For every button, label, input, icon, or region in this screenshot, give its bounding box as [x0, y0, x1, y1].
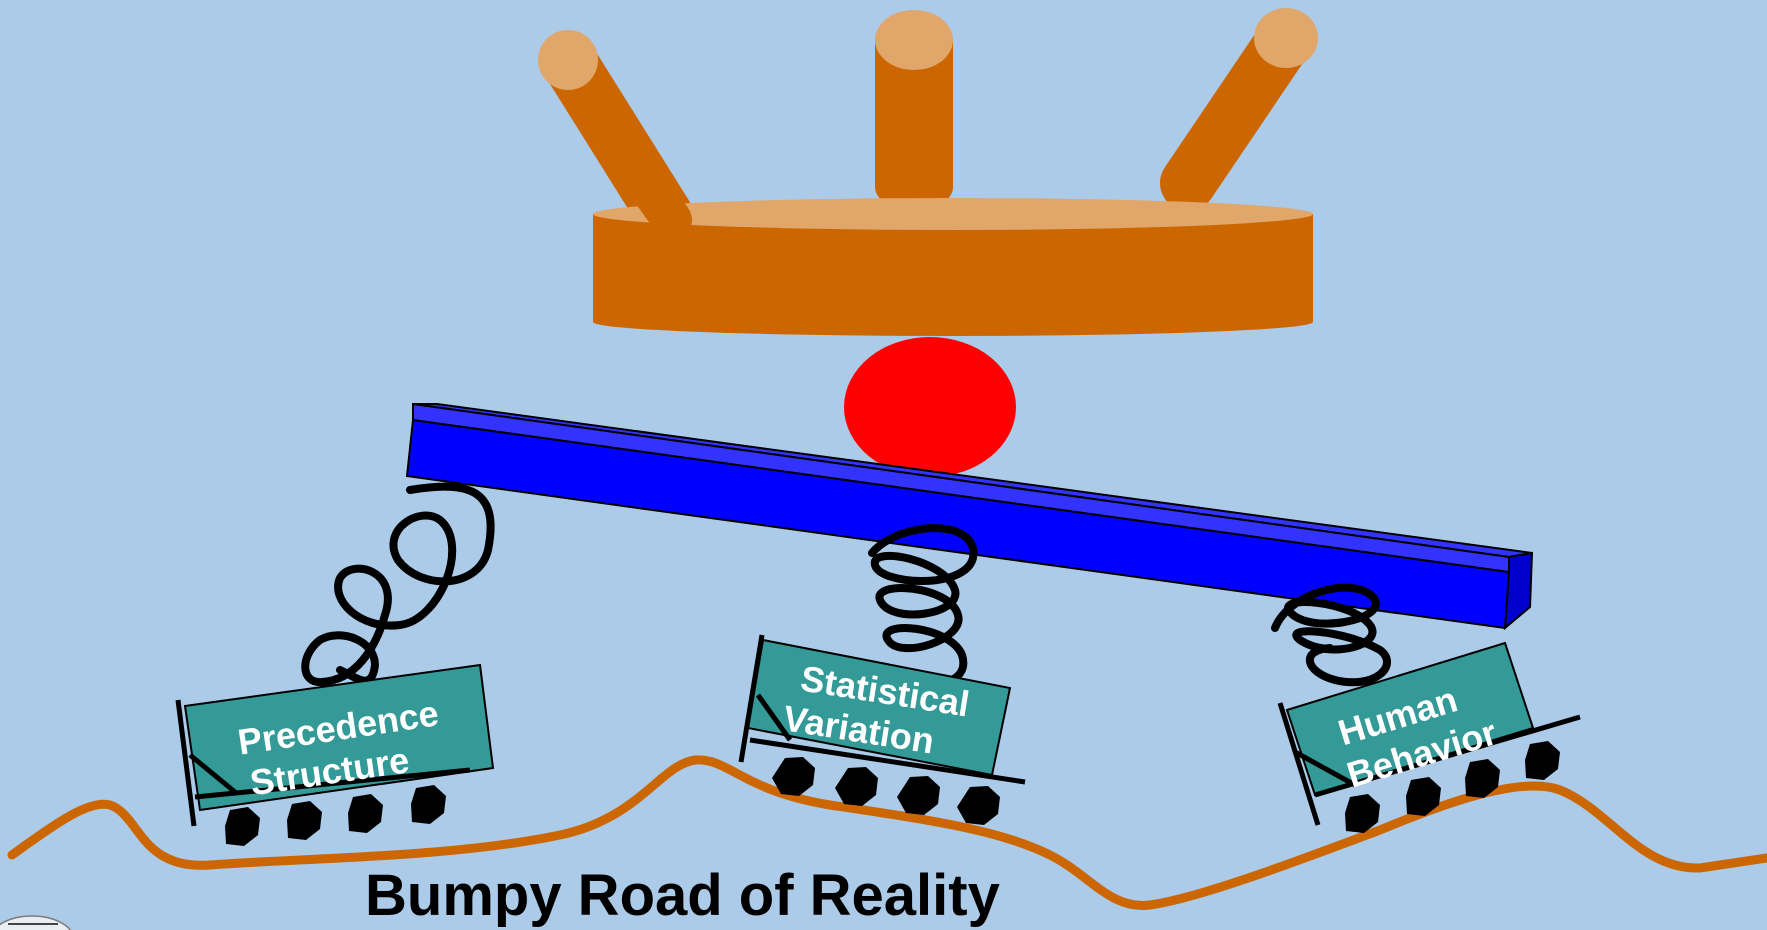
cart-wheels — [772, 757, 1000, 825]
spring-right — [1271, 583, 1391, 687]
cart-base — [749, 737, 1026, 785]
cart-base — [1314, 714, 1581, 798]
spring-middle — [868, 524, 978, 688]
cart-wheels — [1345, 741, 1560, 833]
ball — [844, 337, 1016, 477]
bumpy-road — [7, 755, 1767, 910]
cart-handle — [1277, 702, 1321, 826]
cart-body — [1285, 641, 1535, 797]
cart-precedence-structure: Precedence Structure — [175, 663, 495, 846]
cart-wheels — [225, 785, 446, 846]
beam — [405, 402, 1534, 631]
cart-base — [194, 767, 471, 800]
spring-left — [301, 482, 495, 686]
cart-handle — [175, 699, 197, 827]
road-label: Bumpy Road of Reality — [365, 863, 1000, 928]
press-handle — [538, 8, 1318, 336]
cart-human-behavior: Human Behavior — [1277, 641, 1581, 833]
cart-handle — [738, 634, 765, 763]
logo-icon — [0, 915, 72, 930]
